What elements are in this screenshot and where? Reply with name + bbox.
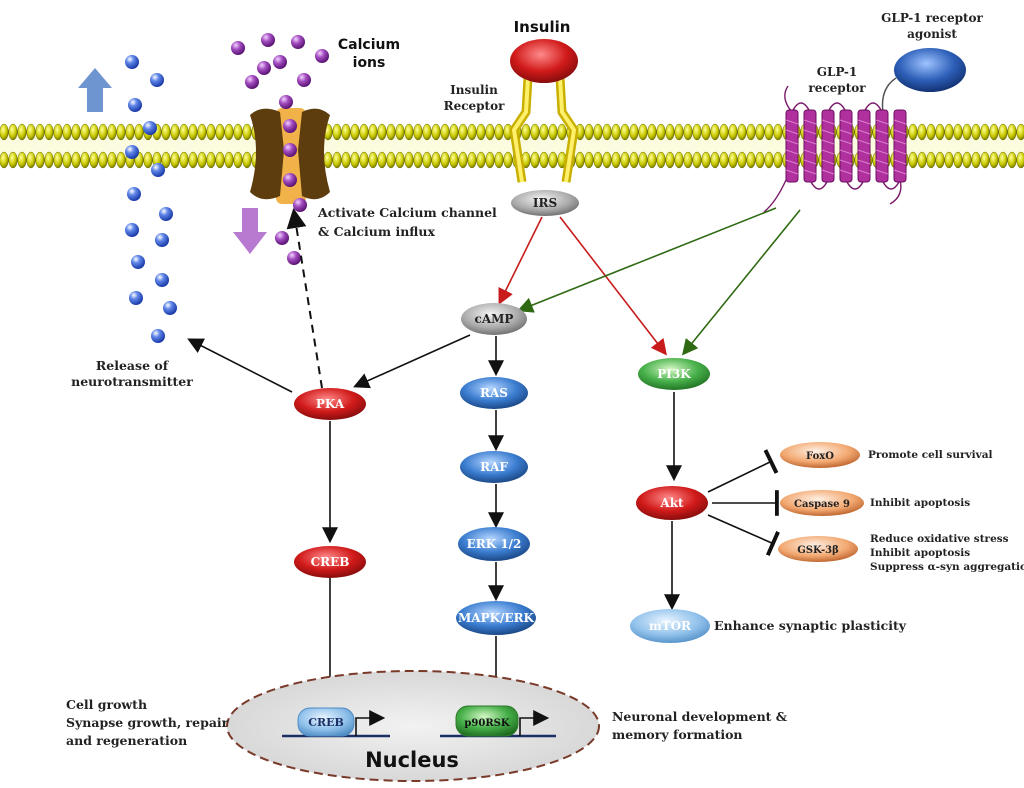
glp1-receptor-label-1: GLP-1 — [817, 65, 857, 79]
pi3k-label: PI3K — [657, 367, 691, 381]
akt-label: Akt — [659, 496, 684, 510]
erk-label: ERK 1/2 — [467, 537, 522, 551]
cell-growth-label-1: Cell growth — [66, 697, 147, 712]
calcium-influx-label: & Calcium influx — [318, 224, 435, 239]
node-raf — [460, 451, 528, 483]
suppress-asyn-label: Suppress α-syn aggregation — [870, 561, 1024, 573]
mapk-label: MAPK/ERK — [458, 611, 535, 625]
raf-label: RAF — [480, 460, 508, 474]
nucleus — [226, 670, 600, 782]
insulin-receptor — [509, 39, 579, 216]
node-caspase9 — [780, 490, 864, 516]
enhance-plasticity-label: Enhance synaptic plasticity — [714, 618, 907, 633]
ras-label: RAS — [480, 386, 508, 400]
node-erk — [458, 527, 530, 561]
calcium-ions-label-2: ions — [353, 55, 386, 71]
release-label-1: Release of — [96, 358, 170, 373]
glp1-receptor — [763, 85, 907, 213]
cell-growth-label-2: Synapse growth, repair — [66, 715, 229, 730]
node-pi3k — [638, 358, 710, 390]
creb-label: CREB — [311, 555, 350, 569]
node-foxo — [780, 442, 860, 468]
cell-growth-label-3: and regeneration — [66, 733, 187, 748]
mtor-label: mTOR — [649, 619, 692, 633]
nucleus-label: Nucleus — [365, 748, 459, 772]
inhibit-apoptosis-label: Inhibit apoptosis — [870, 497, 970, 509]
foxo-label: FoxO — [806, 451, 834, 462]
activate-calcium-label: Activate Calcium channel — [317, 205, 497, 220]
node-gsk3b — [778, 536, 858, 562]
glp1-receptor-label-2: receptor — [808, 81, 866, 95]
reduce-oxidative-label: Reduce oxidative stress — [870, 533, 1009, 545]
insulin-label: Insulin — [514, 18, 571, 36]
pka-label: PKA — [316, 397, 345, 411]
glp1-agonist-shape — [894, 48, 966, 92]
inhibit-apoptosis-2-label: Inhibit apoptosis — [870, 547, 970, 559]
release-label-2: neurotransmitter — [71, 374, 193, 389]
promote-survival-label: Promote cell survival — [868, 449, 993, 461]
node-creb — [294, 546, 366, 578]
neurotransmitter-vesicles — [125, 55, 177, 343]
glp1-agonist-label-1: GLP-1 receptor — [881, 11, 983, 25]
node-akt — [636, 486, 708, 520]
irs-label: IRS — [533, 196, 557, 210]
neuronal-label-2: memory formation — [612, 727, 743, 742]
neuronal-label-1: Neuronal development & — [612, 709, 788, 724]
node-camp — [461, 303, 527, 335]
glp1-agonist-label-2: agonist — [907, 27, 957, 41]
insulin-receptor-label-2: Receptor — [444, 99, 505, 113]
p90rsk-gene-label: p90RSK — [464, 718, 509, 729]
gsk3b-label: GSK-3β — [797, 545, 839, 556]
up-arrow-icon — [78, 68, 112, 112]
node-ras — [460, 377, 528, 409]
caspase9-label: Caspase 9 — [794, 499, 850, 510]
node-mapk — [456, 601, 536, 635]
down-arrow-icon — [233, 208, 267, 254]
node-mtor — [630, 609, 710, 643]
creb-gene-label: CREB — [308, 716, 344, 729]
camp-label: cAMP — [475, 312, 514, 326]
node-pka — [294, 388, 366, 420]
calcium-ions-label-1: Calcium — [338, 37, 400, 53]
insulin-receptor-label-1: Insulin — [450, 83, 498, 97]
